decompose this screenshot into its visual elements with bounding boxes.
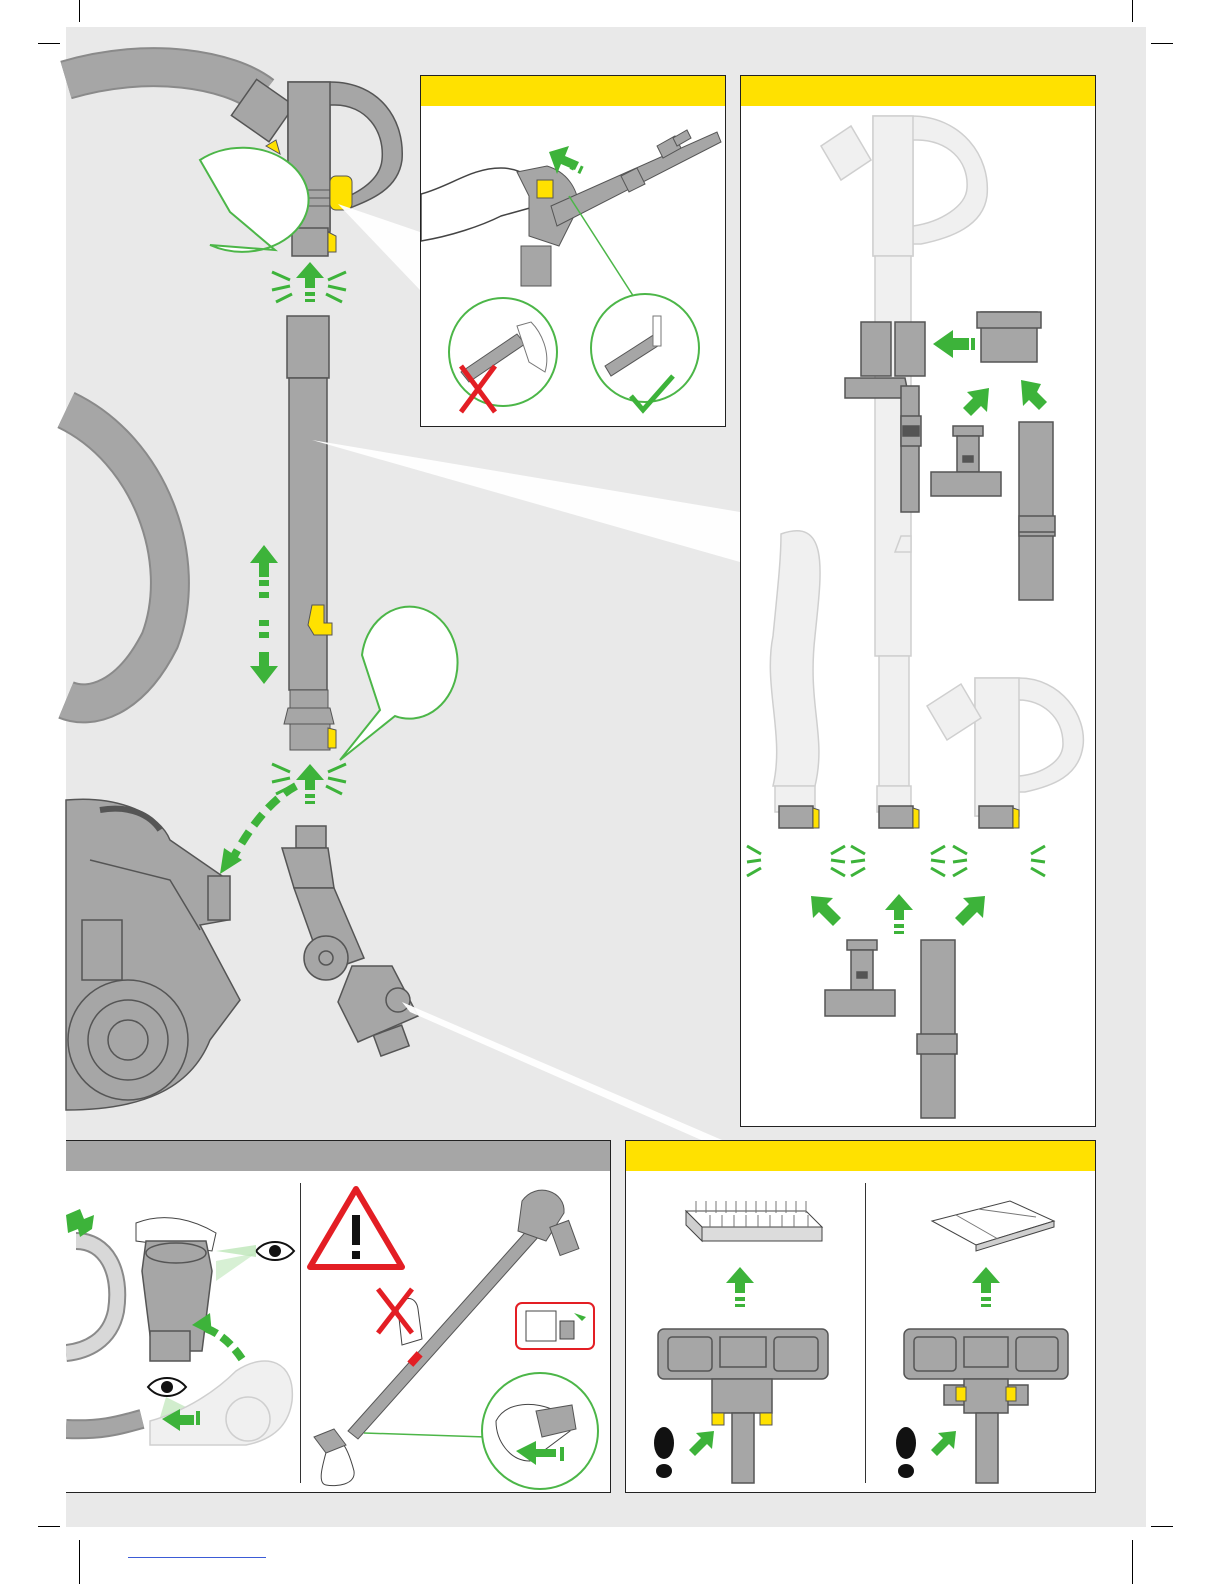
arrow-icon bbox=[811, 896, 841, 926]
arrow-icon bbox=[726, 1267, 754, 1293]
click-burst bbox=[747, 846, 1045, 876]
stair-tool bbox=[931, 426, 1001, 496]
floor-tool bbox=[658, 1329, 828, 1483]
bin bbox=[142, 1241, 212, 1361]
arrow-icon bbox=[66, 1209, 94, 1237]
arrow-icon bbox=[689, 1431, 714, 1456]
panel-tools bbox=[740, 75, 1096, 1127]
panel-emptying bbox=[66, 1140, 611, 1493]
arrow-icon bbox=[963, 388, 989, 416]
stair-tool bbox=[825, 940, 895, 1016]
arrow-icon bbox=[250, 652, 278, 684]
arrow-icon bbox=[931, 1431, 956, 1456]
wand-cuff bbox=[879, 806, 913, 828]
arrow-icon bbox=[933, 330, 969, 358]
emptying-illustration bbox=[66, 1141, 611, 1493]
handle-cuff bbox=[979, 806, 1013, 828]
foot-icon bbox=[896, 1427, 916, 1478]
hard-floor-icon bbox=[932, 1201, 1054, 1251]
floor-tool-neck bbox=[282, 826, 418, 1056]
arrow-icon bbox=[250, 545, 278, 577]
eye-icon bbox=[148, 1378, 186, 1396]
foot-icon bbox=[654, 1427, 674, 1478]
arrow-icon bbox=[885, 894, 913, 920]
hose-cuff bbox=[779, 806, 813, 828]
arrow-icon bbox=[296, 262, 324, 288]
floor-tool-illustration bbox=[626, 1141, 1096, 1493]
warning-icon bbox=[310, 1189, 402, 1267]
arrow-icon bbox=[296, 764, 324, 790]
connection-check-illustration bbox=[421, 76, 726, 427]
arrow-icon bbox=[972, 1267, 1000, 1293]
carpet-icon bbox=[686, 1201, 822, 1241]
plug-icon bbox=[516, 1303, 594, 1349]
floor-tool bbox=[904, 1329, 1068, 1483]
eye-icon bbox=[256, 1242, 294, 1260]
adapter-tool bbox=[977, 312, 1041, 362]
vacuum-cylinder bbox=[66, 799, 240, 1110]
crevice-tool bbox=[1019, 422, 1055, 600]
tools-illustration bbox=[741, 76, 1096, 1127]
panel-connection-check bbox=[420, 75, 726, 427]
arrow-icon bbox=[955, 896, 985, 926]
panel-floor-tool bbox=[625, 1140, 1096, 1493]
arrow-icon bbox=[1021, 380, 1047, 410]
crevice-tool bbox=[917, 940, 957, 1118]
